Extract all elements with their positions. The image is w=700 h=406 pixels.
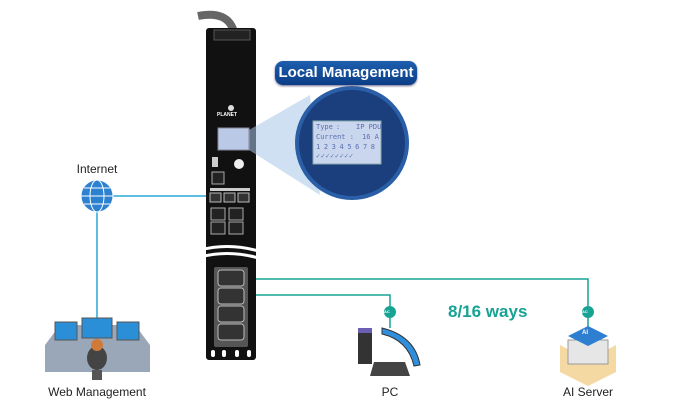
brand-logo: PLANET	[217, 112, 237, 118]
ac-badge-pc-text: AC	[384, 309, 390, 314]
lcd-port-status: ✓✓✓✓✓✓✓✓	[316, 152, 354, 160]
lcd-zoom	[312, 120, 382, 165]
local-management-title: Local Management	[275, 61, 417, 85]
web-management-label: Web Management	[48, 385, 146, 399]
ac-badge-server	[582, 306, 594, 318]
ai-server-icon-text: AI	[582, 330, 588, 336]
internet-label: Internet	[76, 162, 118, 176]
ways-label: 8/16 ways	[448, 302, 528, 321]
power-line-server	[256, 278, 589, 306]
lcd-current-label: Current :	[316, 133, 354, 141]
ai-server-label: AI Server	[562, 385, 614, 399]
control-room-icon	[45, 317, 150, 380]
ac-badge-pc	[384, 306, 396, 318]
pc-label: PC	[381, 385, 399, 399]
pdu-lcd	[217, 127, 250, 151]
power-line-pc	[256, 294, 391, 306]
lcd-current-value: 16 A	[362, 133, 379, 141]
lcd-type-sep: :	[336, 123, 341, 131]
lcd-type-label: Type	[316, 123, 333, 131]
pdu-joystick[interactable]	[234, 159, 244, 169]
ac-badge-server-text: AC	[582, 309, 588, 314]
globe-icon	[80, 179, 114, 213]
pdu-device	[199, 28, 263, 360]
pc-icon	[358, 327, 421, 376]
lcd-type-value: IP PDU	[356, 123, 382, 131]
lcd-ports: 1 2 3 4 5 6 7 8	[316, 143, 375, 151]
ai-server-icon	[560, 326, 616, 386]
